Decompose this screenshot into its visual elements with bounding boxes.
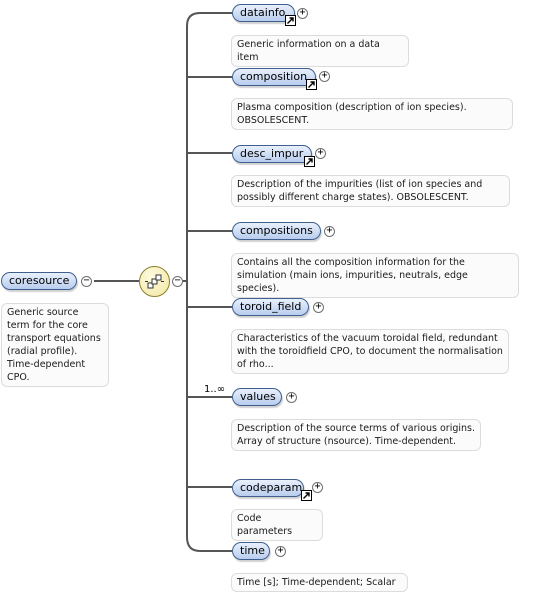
element-datainfo[interactable]: datainfo: [232, 4, 295, 22]
root-annotation: Generic source term for the core transpo…: [1, 303, 109, 387]
element-label: composition: [240, 70, 308, 83]
element-label: codeparam: [240, 481, 303, 494]
element-label: datainfo: [240, 6, 286, 19]
annotation-desc-impur: Description of the impurities (list of i…: [231, 175, 510, 207]
element-toroid-field[interactable]: toroid_field: [232, 298, 309, 316]
element-label: values: [240, 390, 276, 403]
annotation-composition: Plasma composition (description of ion s…: [231, 98, 513, 130]
reference-arrow-icon: [301, 490, 312, 501]
expand-time-button[interactable]: +: [275, 546, 286, 557]
expand-datainfo-button[interactable]: +: [297, 8, 308, 19]
element-label: time: [240, 544, 265, 557]
root-element-coresource[interactable]: coresource: [1, 272, 77, 290]
annotation-datainfo: Generic information on a data item: [231, 35, 409, 67]
expand-composition-button[interactable]: +: [319, 71, 330, 82]
reference-arrow-icon: [306, 79, 317, 90]
element-codeparam[interactable]: codeparam: [232, 479, 304, 497]
annotation-values: Description of the source terms of vario…: [231, 419, 481, 451]
expand-desc-impur-button[interactable]: +: [315, 148, 326, 159]
expand-toroid-field-button[interactable]: +: [313, 302, 324, 313]
expand-values-button[interactable]: +: [286, 392, 297, 403]
element-time[interactable]: time: [232, 542, 270, 560]
sequence-compositor-icon[interactable]: [139, 266, 170, 297]
expand-compositions-button[interactable]: +: [324, 226, 335, 237]
element-label: toroid_field: [240, 300, 302, 313]
element-values[interactable]: values: [232, 388, 282, 406]
expand-codeparam-button[interactable]: +: [312, 482, 323, 493]
collapse-root-button[interactable]: −: [81, 276, 92, 287]
element-label: compositions: [240, 224, 313, 237]
root-element-label: coresource: [9, 274, 70, 287]
annotation-codeparam: Code parameters: [231, 509, 323, 541]
element-compositions[interactable]: compositions: [232, 222, 321, 240]
element-label: desc_impur: [240, 147, 304, 160]
multiplicity-label: 1..∞: [204, 384, 226, 395]
collapse-sequence-button[interactable]: −: [172, 276, 183, 287]
reference-arrow-icon: [304, 156, 315, 167]
annotation-toroid-field: Characteristics of the vacuum toroidal f…: [231, 329, 509, 374]
element-composition[interactable]: composition: [232, 68, 316, 86]
element-desc-impur[interactable]: desc_impur: [232, 145, 312, 163]
annotation-compositions: Contains all the composition information…: [231, 253, 519, 298]
reference-arrow-icon: [285, 15, 296, 26]
annotation-time: Time [s]; Time-dependent; Scalar: [231, 573, 408, 592]
